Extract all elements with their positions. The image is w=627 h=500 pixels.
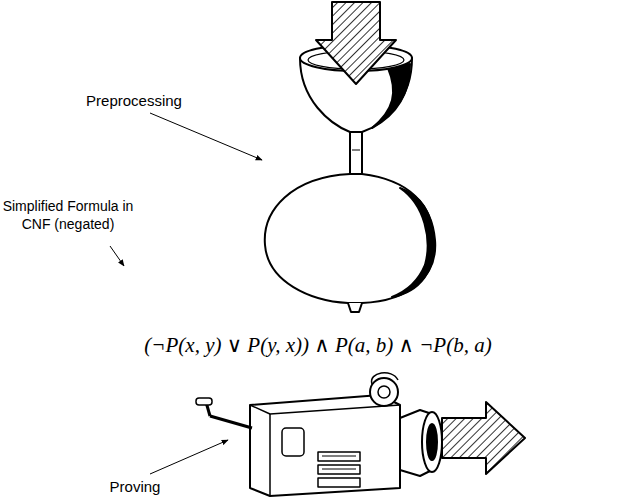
formula-text: (¬P(x, y) ∨ P(y, x)) ∧ P(a, b) ∧ ¬P(b, a…	[144, 332, 491, 358]
output-arrow	[442, 402, 525, 474]
input-arrow	[316, 2, 396, 84]
leader-line	[150, 113, 262, 160]
callout-label: Proving	[100, 478, 170, 497]
leader-line	[110, 246, 124, 266]
machine-figure	[196, 373, 442, 496]
leader-line	[150, 440, 228, 474]
callout-label: Simplified Formula in CNF (negated)	[2, 198, 134, 233]
funnel-figure	[265, 45, 435, 312]
callout-label: Preprocessing	[84, 92, 184, 111]
